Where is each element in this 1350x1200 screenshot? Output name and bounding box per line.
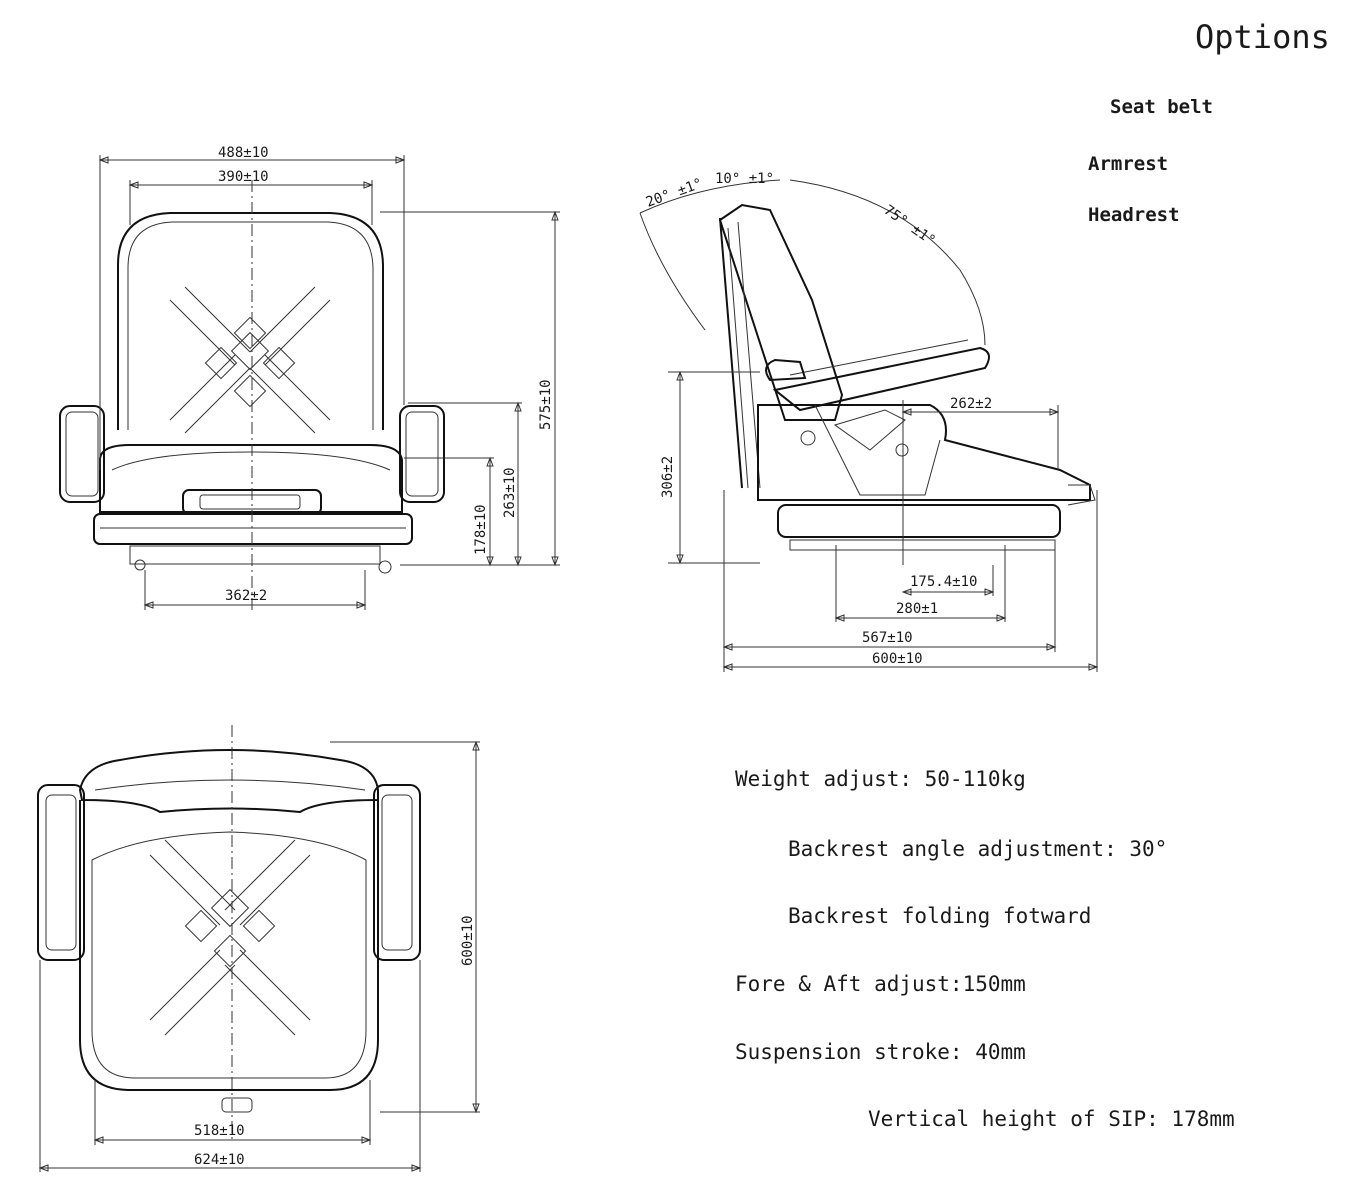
front-dim-362: 362±2 [225,588,267,604]
spec-suspension-stroke: Suspension stroke: 40mm [735,1040,1026,1064]
spec-fore-aft: Fore & Aft adjust:150mm [735,972,1026,996]
side-dim-angle-10: 10° ±1° [715,171,774,187]
front-dim-178: 178±10 [473,504,489,555]
top-view: 518±10 624±10 600±10 [37,725,480,1172]
option-seat-belt: Seat belt [1110,96,1213,118]
top-dim-518: 518±10 [194,1123,245,1139]
side-dim-306: 306±2 [660,456,676,498]
top-dim-600: 600±10 [460,915,476,966]
side-dim-angle-75: 75° ±1° [881,202,939,249]
option-armrest: Armrest [1088,153,1169,175]
options-title: Options [1195,18,1330,56]
front-dim-488: 488±10 [218,145,269,161]
side-dim-600: 600±10 [872,651,923,667]
side-dim-262: 262±2 [950,396,992,412]
side-dim-280: 280±1 [896,601,938,617]
top-dim-624: 624±10 [194,1152,245,1168]
spec-backrest-folding: Backrest folding fotward [788,904,1092,928]
front-view: 488±10 390±10 362±2 575±10 263±10 178±10 [59,145,560,610]
front-dim-575: 575±10 [538,379,554,430]
spec-backrest-angle: Backrest angle adjustment: 30° [788,837,1168,861]
spec-weight-adjust: Weight adjust: 50-110kg [735,767,1026,791]
side-dim-angle-20: 20° ±1° [644,176,705,211]
side-dim-175: 175.4±10 [910,574,977,590]
side-view: 20° ±1° 10° ±1° 75° ±1° 262±2 306±2 175.… [639,171,1099,672]
spec-sip-height: Vertical height of SIP: 178mm [868,1107,1235,1131]
side-dim-567: 567±10 [862,630,913,646]
front-dim-263: 263±10 [502,467,518,518]
front-dim-390: 390±10 [218,169,269,185]
option-headrest: Headrest [1088,204,1180,226]
